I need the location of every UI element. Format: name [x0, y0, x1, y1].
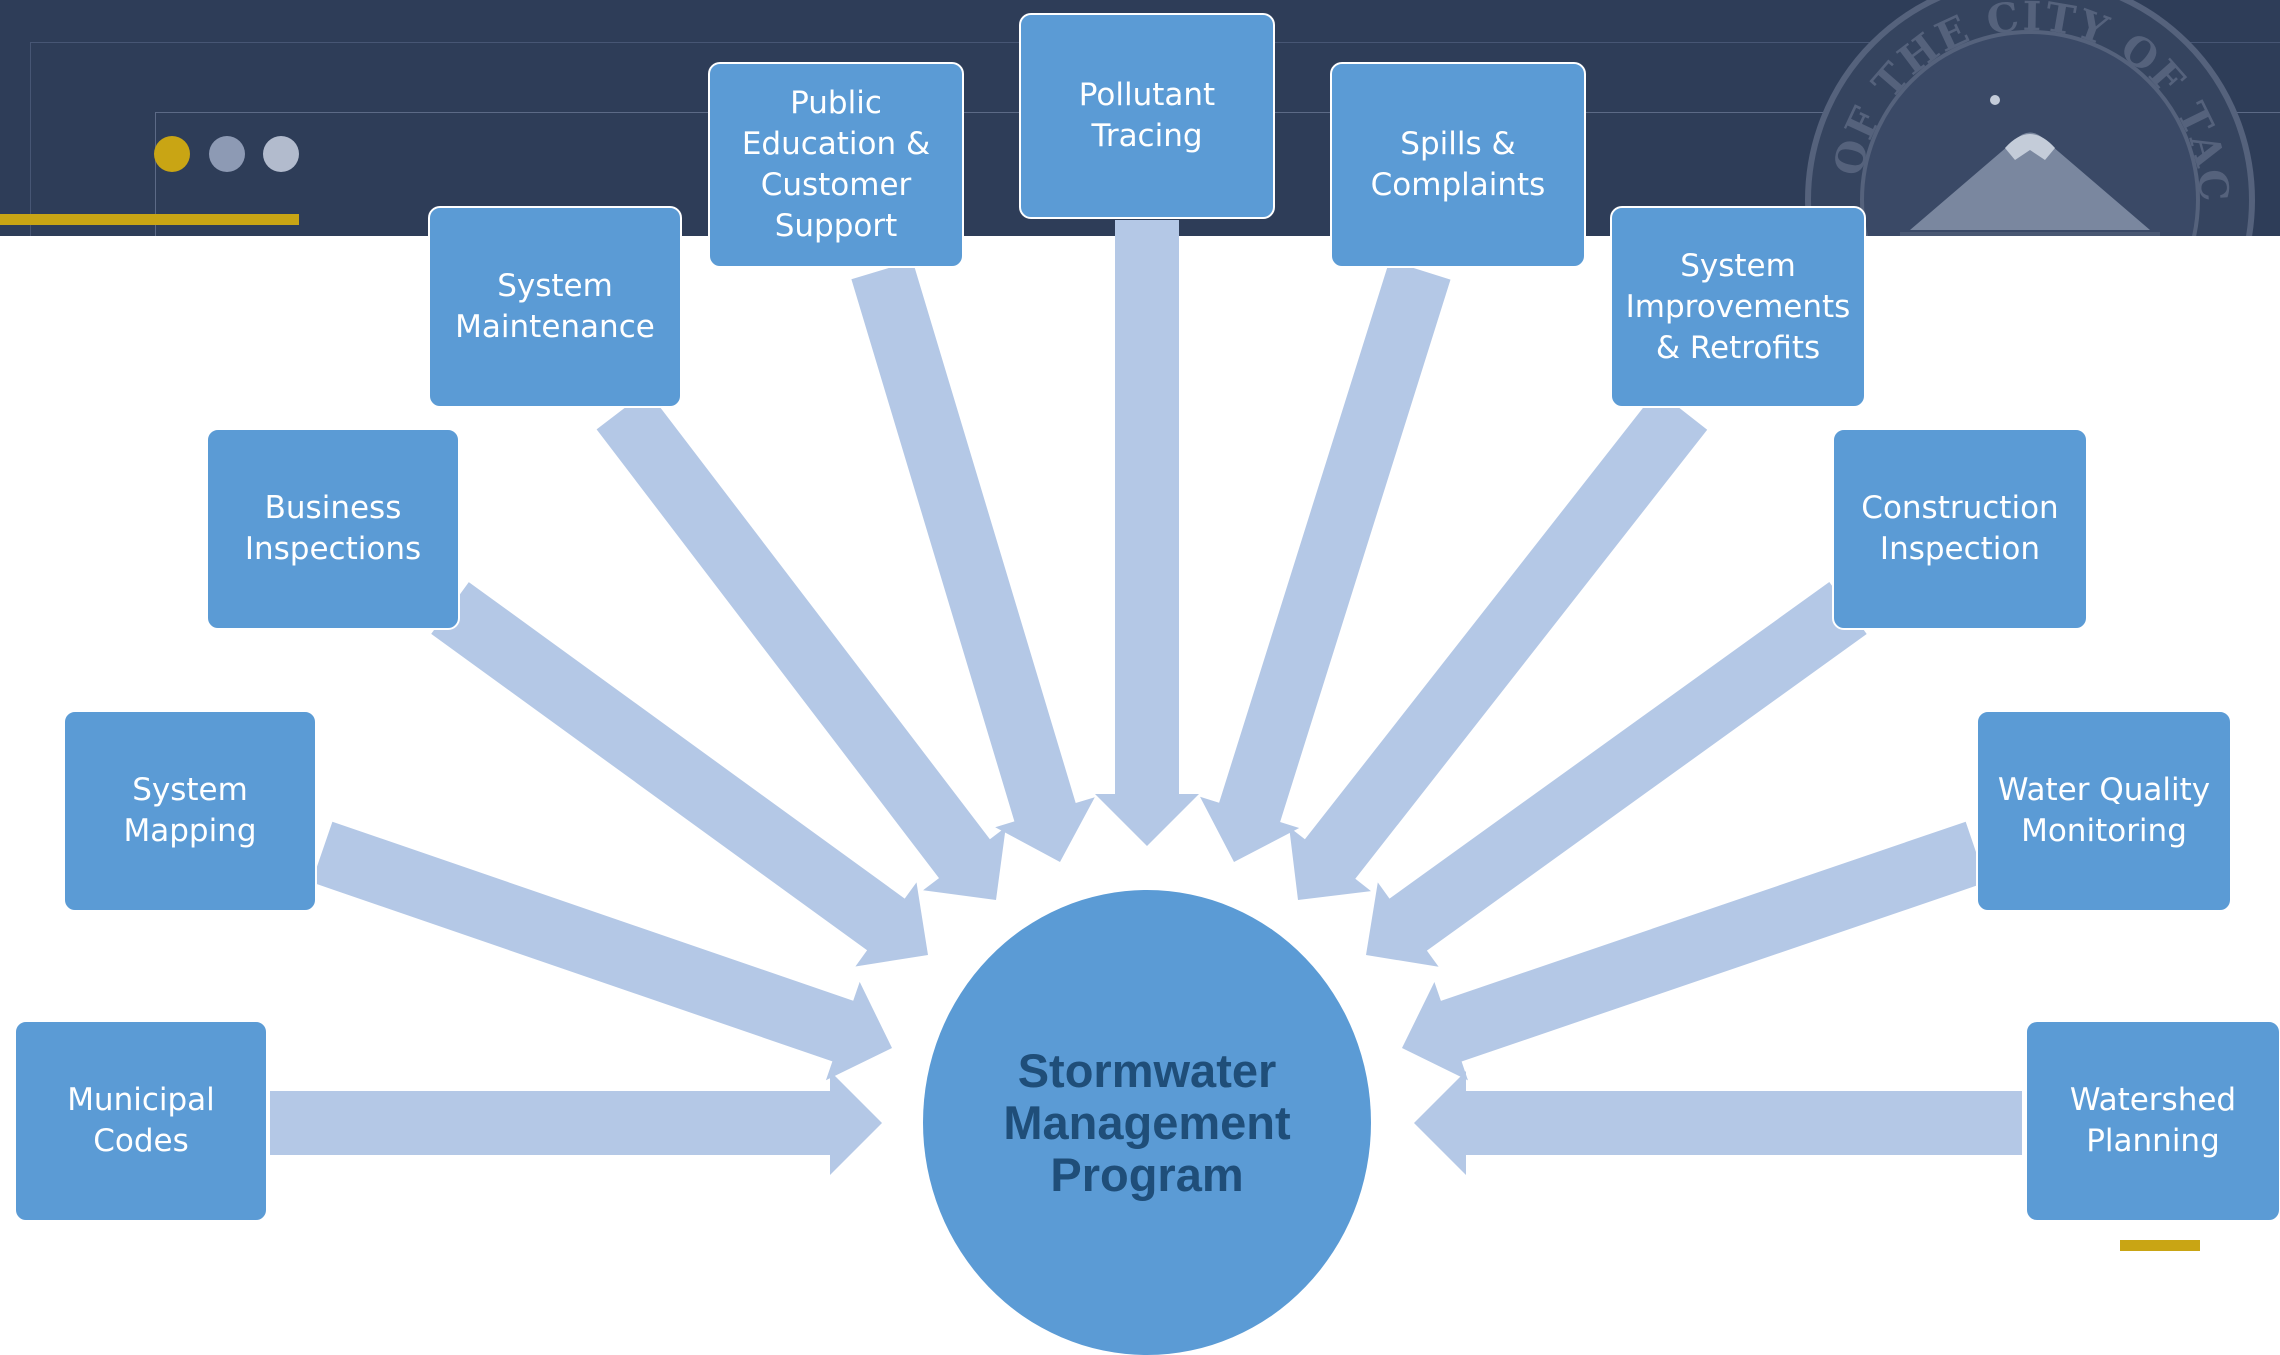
arrow-construction-inspection — [1366, 582, 1867, 967]
arrow-pollutant-tracing — [1095, 220, 1199, 846]
gold-accent-rule — [0, 214, 299, 225]
arrow-system-mapping — [311, 821, 893, 1081]
city-seal-icon: SEAL OF THE CITY OF TACOMA — [1800, 0, 2255, 236]
arrow-business-inspections — [431, 582, 928, 967]
arrow-spills-complaints — [1200, 260, 1451, 862]
arrow-water-quality-monitoring — [1402, 821, 1987, 1081]
decorative-dot-light — [263, 136, 299, 172]
box-label: Spills &Complaints — [1370, 126, 1546, 203]
arrow-system-maintenance — [596, 390, 1006, 900]
gold-accent-rule-right — [2120, 1240, 2200, 1251]
arrow-system-improvements — [1289, 390, 1708, 900]
hub-label: Stormwater Management Program — [1003, 1043, 1291, 1201]
arrow-public-education — [851, 260, 1095, 862]
box-spills-complaints: Spills &Complaints — [1330, 62, 1586, 268]
arrow-watershed-planning — [1414, 1071, 2022, 1175]
decorative-dot-gray — [209, 136, 245, 172]
stormwater-program-hub: Stormwater Management Program — [923, 890, 1371, 1355]
arrow-municipal-codes — [270, 1071, 882, 1175]
decorative-dot-gold — [154, 136, 190, 172]
